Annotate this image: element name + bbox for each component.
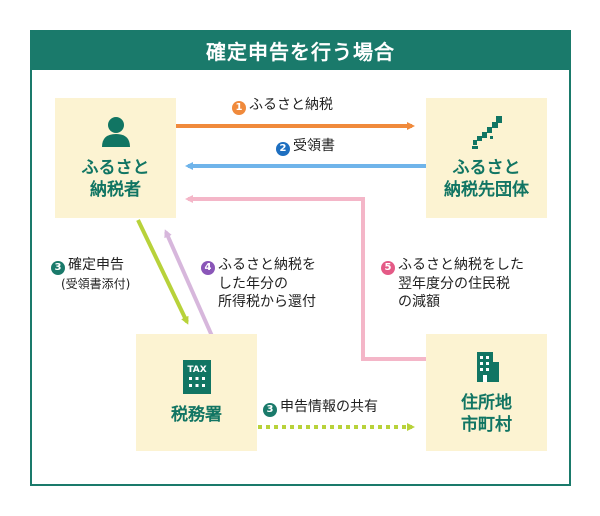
step-2-number: 2	[276, 142, 290, 156]
arrow-5-resident-tax	[185, 195, 426, 361]
step-5-text-line2: 翌年度分の住民税	[398, 276, 510, 292]
building-icon	[476, 351, 499, 382]
node-tax-office: TAX 税務署	[136, 334, 257, 451]
tax-icon-text: TAX	[187, 365, 206, 375]
step-4-text-line2: した年分の	[218, 276, 288, 292]
step-4-number: 4	[201, 261, 215, 275]
node-donee-municipality: ふるさと 納税先団体	[426, 98, 547, 218]
arrow-4-refund	[164, 229, 214, 337]
step-1-text: ふるさと納税	[249, 97, 333, 113]
person-icon	[101, 117, 130, 147]
node-taxpayer: ふるさと 納税者	[55, 98, 176, 218]
tax-office-label: 税務署	[171, 404, 222, 425]
step-3-subtext: (受領書添付)	[61, 277, 131, 291]
donee-label-line1: ふるさと	[452, 158, 521, 178]
step-3-number: 3	[51, 261, 65, 275]
step-5-number: 5	[381, 261, 395, 275]
step-4-text-line3: 所得税から還付	[218, 294, 316, 310]
residence-label-line2: 市町村	[461, 414, 512, 435]
step-5-text-line1: ふるさと納税をした	[398, 257, 524, 273]
step-3b-text: 申告情報の共有	[280, 399, 378, 415]
step-5-text-line3: の減額	[398, 294, 440, 310]
taxpayer-label-line1: ふるさと	[81, 158, 150, 178]
node-residence-municipality: 住所地 市町村	[426, 334, 547, 451]
japan-map-icon	[471, 116, 502, 149]
step-4-text-line1: ふるさと納税を	[218, 257, 316, 273]
arrow-3-filing	[136, 219, 189, 325]
step-3b-number: 3	[263, 403, 277, 417]
donee-label-line2: 納税先団体	[444, 180, 529, 200]
residence-label-line1: 住所地	[461, 392, 512, 413]
tax-office-icon: TAX	[182, 359, 211, 394]
step-3-text: 確定申告	[68, 257, 124, 273]
step-2-text: 受領書	[293, 138, 335, 154]
step-1-number: 1	[232, 101, 246, 115]
page-title: 確定申告を行う場合	[30, 30, 571, 70]
taxpayer-label-line2: 納税者	[90, 180, 141, 200]
